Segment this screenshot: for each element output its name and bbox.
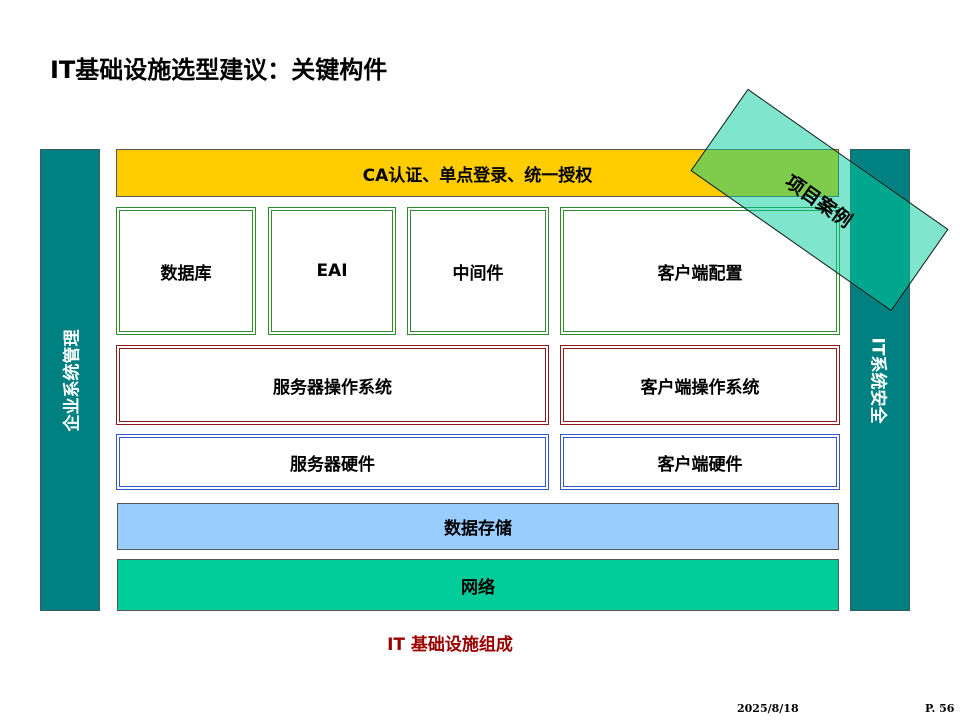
footer-page-number: P. 56 xyxy=(925,702,955,715)
network-box: 网络 xyxy=(117,559,839,611)
footer-date: 2025/8/18 xyxy=(737,702,799,715)
middleware-label: 中间件 xyxy=(452,263,504,284)
diagram-caption: IT 基础设施组成 xyxy=(387,635,513,655)
data-storage-box: 数据存储 xyxy=(117,503,839,550)
data-storage-label: 数据存储 xyxy=(444,519,512,539)
enterprise-system-management-bar: 企业系统管理 xyxy=(40,149,100,611)
network-label: 网络 xyxy=(461,577,495,598)
ca-auth-label: CA认证、单点登录、统一授权 xyxy=(362,165,593,186)
database-label: 数据库 xyxy=(160,263,212,284)
client-hardware-label: 客户端硬件 xyxy=(657,454,743,475)
client-config-label: 客户端配置 xyxy=(657,263,743,284)
client-os-box: 客户端操作系统 xyxy=(560,345,840,425)
it-system-security-label: IT系统安全 xyxy=(867,337,888,423)
server-hardware-box: 服务器硬件 xyxy=(116,434,549,490)
page-title: IT基础设施选型建议：关键构件 xyxy=(50,56,388,84)
middleware-box: 中间件 xyxy=(407,207,549,335)
project-case-label: 项目案例 xyxy=(781,170,857,233)
client-os-label: 客户端操作系统 xyxy=(640,377,760,398)
eai-label: EAI xyxy=(316,261,348,281)
server-os-box: 服务器操作系统 xyxy=(116,345,549,425)
server-hardware-label: 服务器硬件 xyxy=(290,454,375,475)
client-hardware-box: 客户端硬件 xyxy=(560,434,840,490)
server-os-label: 服务器操作系统 xyxy=(273,377,392,398)
eai-box: EAI xyxy=(268,207,396,335)
enterprise-system-management-label: 企业系统管理 xyxy=(62,329,83,431)
database-box: 数据库 xyxy=(116,207,256,335)
